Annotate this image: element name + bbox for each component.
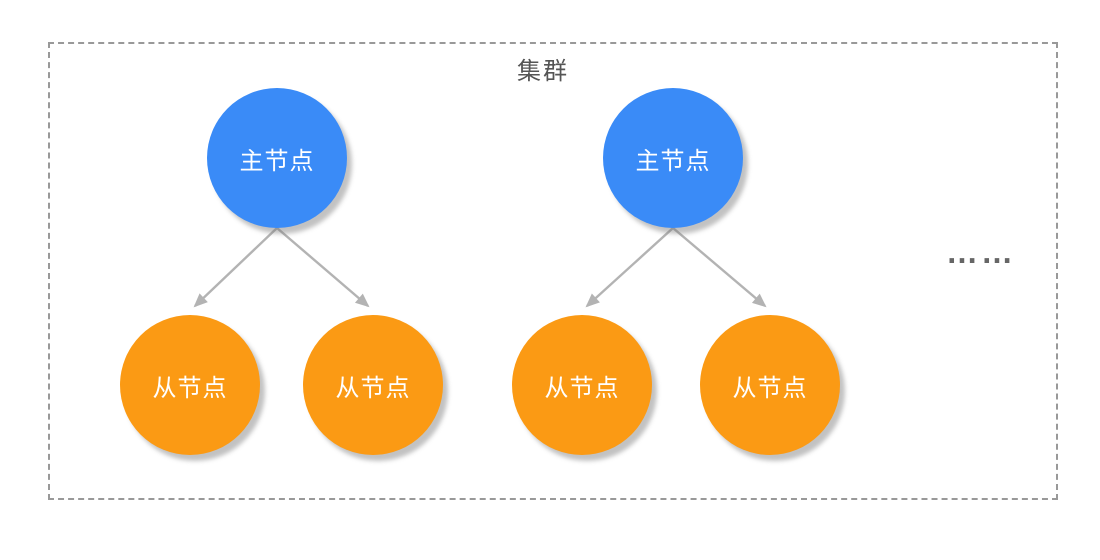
slave-node-3: 从节点 — [512, 315, 652, 455]
slave-node-1-label: 从节点 — [152, 374, 228, 402]
more-clusters-ellipsis: …… — [946, 234, 1016, 270]
slave-node-4-label: 从节点 — [732, 374, 808, 402]
master-node-1: 主节点 — [207, 88, 347, 228]
master-node-1-label: 主节点 — [239, 147, 315, 175]
cluster-title: 集群 — [517, 58, 569, 85]
slave-node-4: 从节点 — [700, 315, 840, 455]
master-node-2: 主节点 — [603, 88, 743, 228]
slave-node-2: 从节点 — [303, 315, 443, 455]
master-node-2-label: 主节点 — [635, 147, 711, 175]
cluster-boundary-box — [48, 42, 1058, 500]
slave-node-1: 从节点 — [120, 315, 260, 455]
slave-node-2-label: 从节点 — [335, 374, 411, 402]
slave-node-3-label: 从节点 — [544, 374, 620, 402]
